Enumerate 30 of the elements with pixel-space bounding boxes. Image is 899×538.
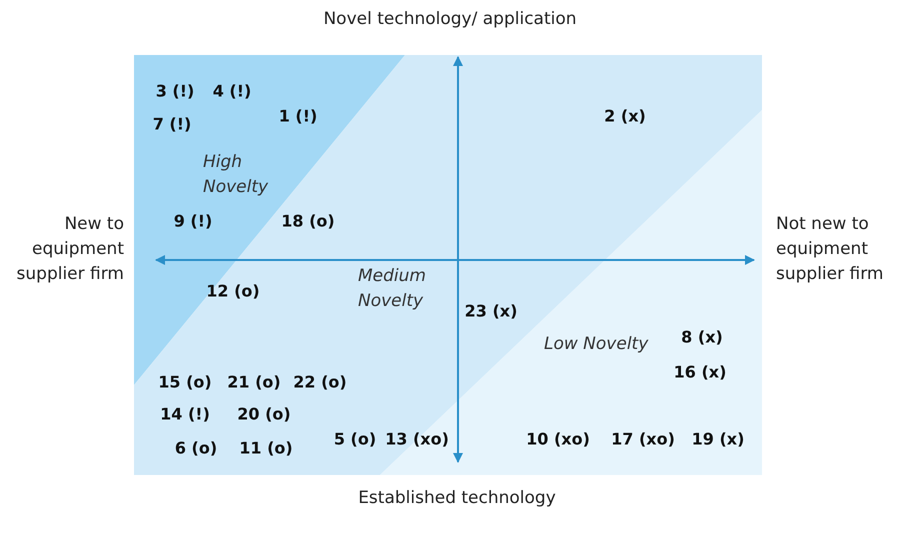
axis-label: New to equipment supplier firm — [16, 213, 124, 286]
case-label: 16 (x) — [674, 362, 726, 382]
case-label: 10 (xo) — [526, 430, 590, 448]
case-label: 1 (!) — [278, 106, 318, 126]
case-label: 6 (o) — [174, 438, 218, 458]
case-label: 23 (x) — [464, 302, 518, 320]
case-label: 9 (!) — [174, 212, 212, 230]
axis-label: Not new to equipment supplier firm — [776, 213, 884, 286]
case-label: 5 (o) — [334, 430, 376, 448]
case-label: 22 (o) — [293, 372, 347, 392]
case-label: 14 (!) — [160, 404, 210, 424]
case-label: 12 (o) — [206, 282, 260, 300]
case-label: 3 (!) — [156, 82, 194, 100]
case-label: 11 (o) — [239, 438, 293, 458]
case-label: 4 (!) — [212, 82, 252, 100]
case-label: 2 (x) — [604, 106, 646, 126]
region-label: Low Novelty — [544, 333, 650, 356]
axis-label: Novel technology/ application — [322, 8, 578, 31]
axis-label: Established technology — [357, 487, 557, 510]
case-label: 13 (xo) — [385, 430, 449, 448]
case-label: 18 (o) — [281, 212, 335, 230]
case-label: 17 (xo) — [611, 430, 675, 448]
case-label: 15 (o) — [158, 372, 212, 392]
region-label: High Novelty — [203, 151, 270, 199]
case-label: 21 (o) — [227, 372, 281, 392]
case-label: 8 (x) — [681, 328, 723, 346]
case-label: 20 (o) — [237, 404, 291, 424]
region-label: Medium Novelty — [358, 265, 427, 313]
case-label: 7 (!) — [152, 114, 192, 134]
case-label: 19 (x) — [692, 430, 744, 448]
